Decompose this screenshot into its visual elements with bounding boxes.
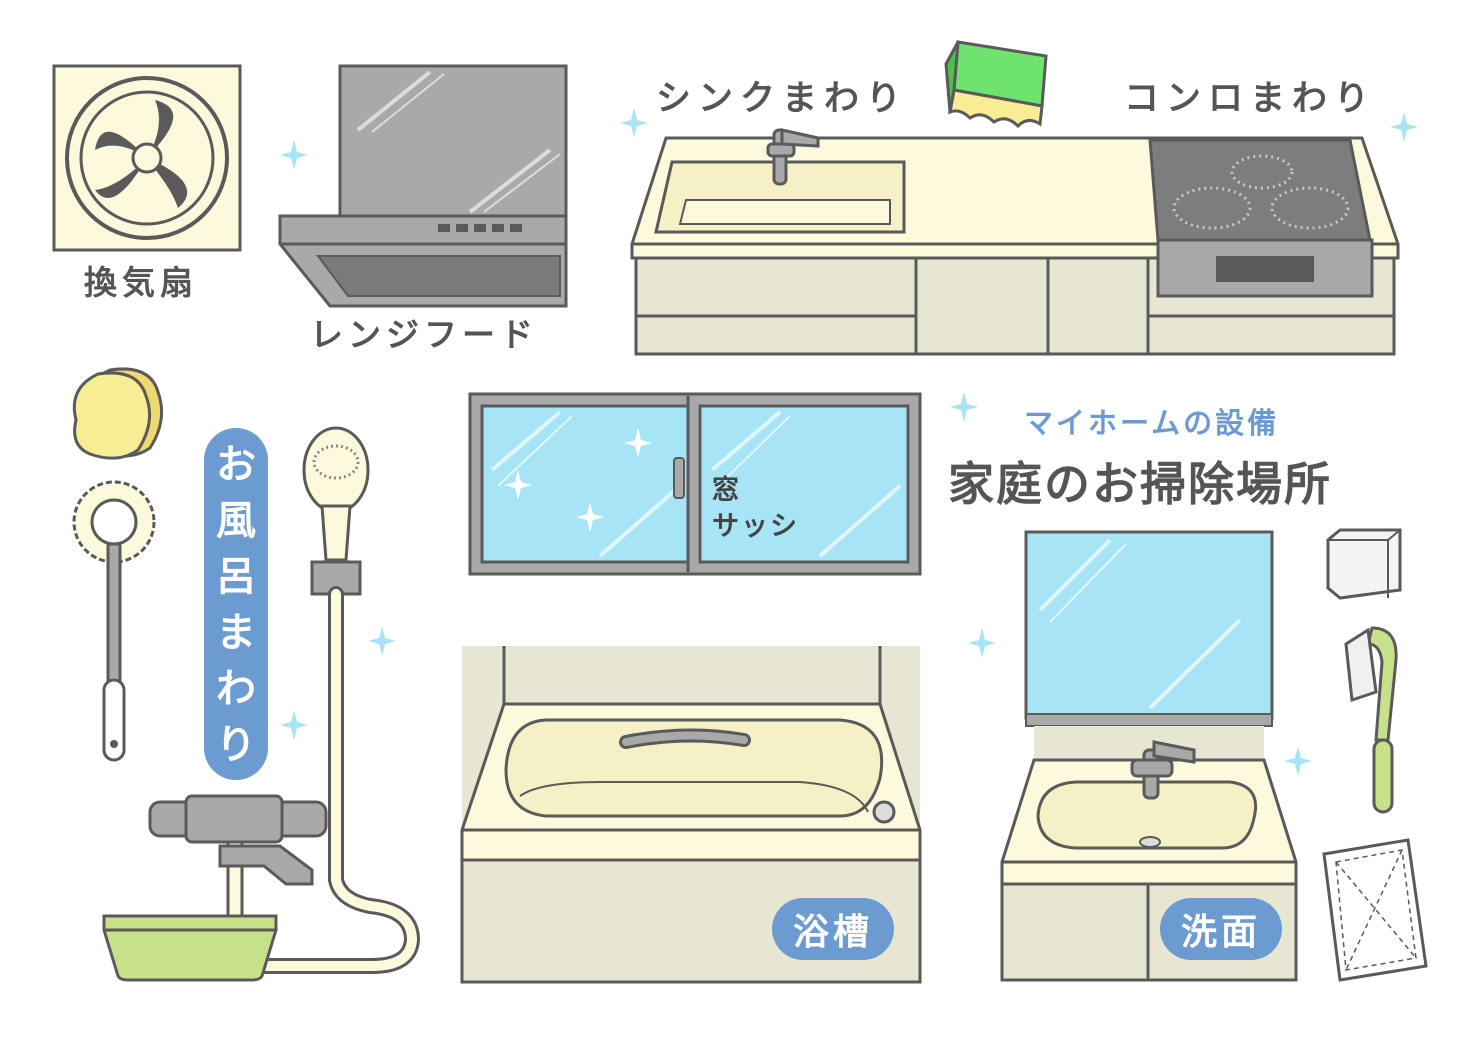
sparkle-icon bbox=[1390, 112, 1418, 142]
page-subtitle: マイホームの設備 bbox=[1024, 406, 1280, 440]
bath-area-char: わ bbox=[216, 666, 256, 712]
bath-area-char: 風 bbox=[216, 498, 256, 544]
sparkle-icon bbox=[280, 710, 308, 740]
bath-area-char: お bbox=[216, 442, 256, 488]
bath-area-char: り bbox=[216, 722, 256, 768]
sparkle-icon bbox=[576, 502, 604, 532]
fan-label: 換気扇 bbox=[84, 263, 198, 302]
kitchen-sponge-illustration bbox=[944, 40, 1048, 129]
glass-glints bbox=[504, 428, 652, 532]
range-hood-illustration bbox=[278, 64, 568, 308]
sparkle-icon bbox=[280, 140, 308, 170]
stove-label: コンロまわり bbox=[1124, 79, 1377, 119]
washbasin-illustration bbox=[1000, 530, 1298, 982]
sparkle-decorations bbox=[280, 108, 1418, 776]
bath-area-char: ま bbox=[216, 610, 256, 656]
window-sash-illustration bbox=[468, 392, 922, 576]
bath-area-char: 呂 bbox=[216, 554, 256, 600]
bath-area-badge: お 風 呂 ま わ り bbox=[204, 428, 268, 780]
washbasin-badge: 洗面 bbox=[1160, 898, 1282, 960]
sparkle-icon bbox=[368, 626, 396, 656]
wash-basin-tub-illustration bbox=[102, 914, 278, 982]
page-title: 家庭のお掃除場所 bbox=[948, 457, 1332, 511]
kitchen-counter-illustration bbox=[630, 128, 1400, 356]
sink-label: シンクまわり bbox=[656, 79, 909, 119]
scrub-brush-illustration bbox=[1344, 626, 1398, 814]
bath-sponge-illustration bbox=[72, 367, 164, 460]
shower-illustration bbox=[148, 426, 421, 974]
window-label-line2: サッシ bbox=[712, 511, 799, 542]
sparkle-icon bbox=[1284, 746, 1312, 776]
bath-brush-illustration bbox=[72, 480, 156, 762]
melamine-sponge-illustration bbox=[1326, 528, 1402, 600]
sparkle-icon bbox=[968, 628, 996, 658]
sparkle-icon bbox=[620, 108, 648, 138]
sparkle-icon bbox=[624, 428, 652, 458]
cleaning-cloth-illustration bbox=[1322, 838, 1428, 982]
range-hood-label: レンジフード bbox=[310, 315, 538, 354]
sparkle-icon bbox=[950, 392, 978, 422]
window-label-line1: 窓 bbox=[712, 475, 739, 506]
ventilation-fan-illustration bbox=[52, 64, 242, 252]
bathtub-badge: 浴槽 bbox=[772, 898, 894, 960]
sparkle-icon bbox=[504, 470, 532, 500]
